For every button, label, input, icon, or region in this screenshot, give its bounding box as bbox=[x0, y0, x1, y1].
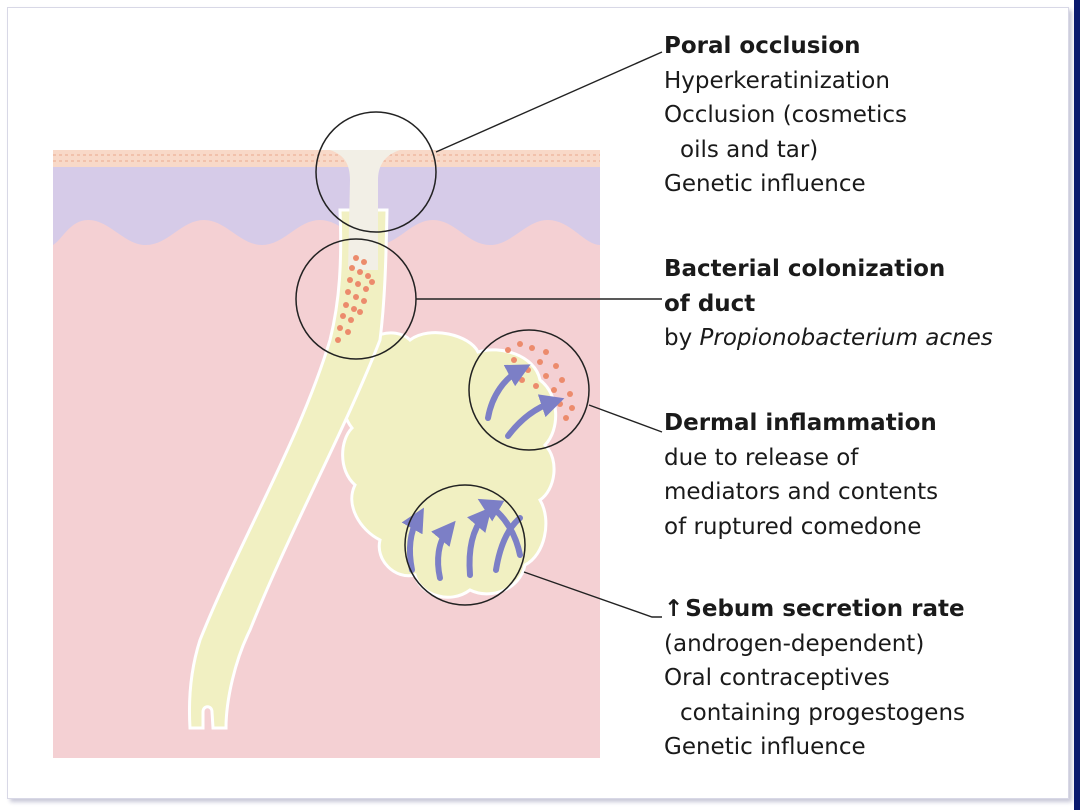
up-arrow-icon: ↑ bbox=[664, 596, 684, 622]
leader-line-sebum bbox=[523, 571, 662, 618]
sebum-title: Sebum secretion rate bbox=[685, 596, 965, 622]
dermal-inflammation-line1: due to release of bbox=[664, 444, 859, 471]
follicle-duct-opening bbox=[330, 150, 400, 270]
sebum-line3: containing progestogens bbox=[680, 699, 966, 726]
bacteria-cluster-duct bbox=[335, 255, 375, 343]
callout-circle-inflammation bbox=[468, 329, 590, 451]
leader-line-poral bbox=[435, 51, 663, 153]
label-sebum-secretion: ↑Sebum secretion rate (androgen-dependen… bbox=[664, 592, 965, 765]
sebum-line2: Oral contraceptives bbox=[664, 665, 890, 691]
sebaceous-gland bbox=[341, 331, 558, 599]
leader-line-inflammation bbox=[588, 404, 663, 433]
curved-arrow-icon bbox=[505, 394, 565, 439]
curved-arrow-icon bbox=[401, 507, 424, 573]
label-dermal-inflammation: Dermal inflammation due to release of me… bbox=[664, 406, 938, 544]
bacterial-title-line1: Bacterial colonization bbox=[664, 256, 946, 282]
edge-bar bbox=[1074, 0, 1080, 810]
curved-arrow-icon bbox=[485, 364, 531, 421]
poral-occlusion-title: Poral occlusion bbox=[664, 33, 861, 59]
bacterial-title-line2: of duct bbox=[664, 290, 756, 317]
poral-occlusion-line1: Hyperkeratinization bbox=[664, 67, 890, 94]
bacterial-by-line: by Propionobacterium acnes bbox=[664, 321, 993, 356]
curved-arrow-icon bbox=[431, 520, 456, 581]
callout-circle-sebum bbox=[404, 484, 526, 606]
dermal-inflammation-title: Dermal inflammation bbox=[664, 410, 937, 436]
stratum-corneum-layer bbox=[53, 150, 600, 167]
dermal-inflammation-line2: mediators and contents bbox=[664, 479, 939, 505]
label-poral-occlusion: Poral occlusion Hyperkeratinization Occl… bbox=[664, 29, 907, 202]
dermal-inflammation-line3: of ruptured comedone bbox=[664, 513, 922, 540]
curved-arrow-icon bbox=[488, 505, 523, 573]
sebum-title-line: ↑Sebum secretion rate bbox=[664, 592, 965, 627]
inflammation-arrows bbox=[485, 364, 565, 439]
bacterial-by: by bbox=[664, 325, 700, 351]
poral-occlusion-line2: Occlusion (cosmetics bbox=[664, 102, 907, 128]
sebum-line1: (androgen-dependent) bbox=[664, 630, 925, 657]
secretion-arrows bbox=[401, 505, 523, 581]
poral-occlusion-line3: oils and tar) bbox=[680, 136, 819, 163]
bacterial-organism: Propionobacterium acnes bbox=[699, 325, 993, 351]
poral-occlusion-line4: Genetic influence bbox=[664, 171, 866, 197]
label-bacterial-colonization: Bacterial colonization of duct by Propio… bbox=[664, 252, 993, 356]
callout-circle-poral bbox=[315, 111, 437, 233]
sebum-line4: Genetic influence bbox=[664, 734, 866, 760]
